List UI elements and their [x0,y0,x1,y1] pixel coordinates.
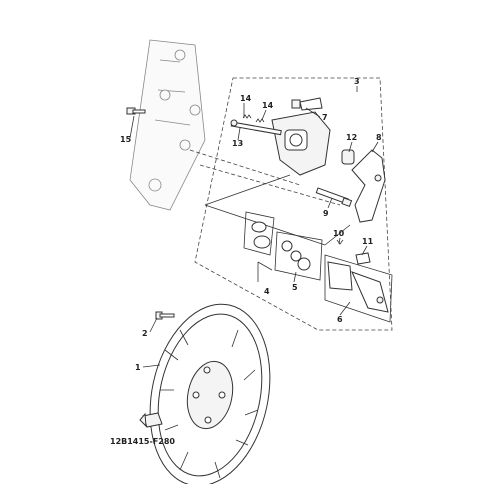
brake-caliper-icon [271,97,331,176]
callout-9: 9 [323,209,329,218]
front-direction-arrow-icon [139,412,163,428]
caliper-bracket-8-icon [351,149,386,223]
boot-12-icon [341,149,355,165]
diagram-code: 12B1415-F280 [110,437,175,446]
caliper-seal-kit-4-icon [243,211,275,256]
disc-bolt-2-icon [155,311,175,320]
callout-2: 2 [142,329,148,338]
guide-line-a [204,174,291,206]
callout-8: 8 [376,133,382,142]
leader-lines [142,86,379,368]
callout-4: 4 [264,287,270,296]
leader-15 [129,115,135,139]
callout-14a: 14 [240,94,252,103]
front-fork-icon [129,39,206,211]
callout-12: 12 [346,133,357,142]
callout-3: 3 [354,77,360,86]
clip-14b-icon [255,118,265,123]
callout-1: 1 [135,363,141,372]
slide-pin-9-icon [315,187,353,208]
callout-6: 6 [337,315,343,324]
caliper-assembly-outline [194,77,393,331]
callout-7: 7 [322,113,328,122]
callout-5: 5 [292,283,298,292]
guide-line-c [324,224,351,246]
callout-11: 11 [362,237,374,246]
piston-kit-5-icon [274,231,323,281]
brake-pad-kit-6-icon [324,254,393,323]
guide-line-mid [199,164,341,206]
pad-pin-13-icon [230,119,282,136]
callout-14b: 14 [262,101,274,110]
callout-13: 13 [232,139,243,148]
callout-15: 15 [120,135,132,144]
brake-disc-icon [149,303,271,484]
bolt-15-icon [126,107,146,115]
clip-10-icon [336,239,344,245]
spring-11-icon [355,252,371,265]
callout-10: 10 [333,229,345,238]
